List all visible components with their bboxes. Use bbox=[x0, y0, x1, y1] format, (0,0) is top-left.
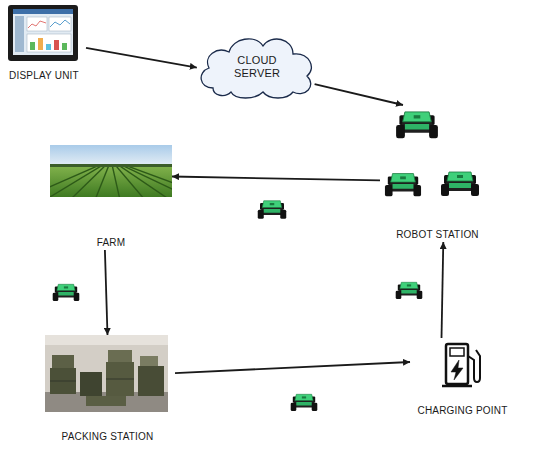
farm-node: FARM bbox=[50, 145, 172, 250]
screen-sidebar bbox=[15, 16, 24, 52]
farm-field bbox=[50, 167, 172, 197]
robot bbox=[53, 284, 80, 301]
flow-arrow bbox=[442, 242, 444, 338]
screen-panel bbox=[27, 17, 47, 31]
crate bbox=[80, 372, 102, 396]
crate bbox=[108, 350, 132, 362]
warehouse-wall bbox=[45, 335, 168, 412]
packing-picture bbox=[45, 335, 168, 412]
node-label: CLOUD SERVER bbox=[222, 54, 292, 80]
screen-panel bbox=[49, 17, 71, 31]
screen-bar bbox=[38, 38, 43, 50]
node-label: PACKING STATION bbox=[62, 431, 154, 443]
screen-header bbox=[13, 9, 73, 14]
robot bbox=[396, 112, 438, 138]
monitor-bezel bbox=[8, 5, 78, 61]
packing-node: PACKING STATION bbox=[40, 335, 175, 444]
crate bbox=[106, 362, 134, 396]
farm-picture bbox=[20, 145, 220, 200]
robot bbox=[291, 394, 318, 411]
screen-panel bbox=[27, 34, 71, 52]
monitor-screen bbox=[13, 9, 73, 55]
display-monitor bbox=[8, 5, 78, 61]
crop-row bbox=[95, 167, 111, 197]
pump-screen bbox=[450, 348, 464, 356]
crate-edge bbox=[106, 379, 134, 380]
flow-arrow bbox=[105, 250, 108, 335]
farm-sky bbox=[50, 145, 172, 167]
screen-bar bbox=[62, 43, 67, 50]
node-label: DISPLAY UNIT bbox=[9, 70, 79, 82]
crate bbox=[86, 396, 126, 406]
flow-arrow bbox=[175, 362, 410, 373]
pump-body bbox=[446, 344, 468, 384]
crop-row bbox=[50, 167, 111, 197]
display-node: DISPLAY UNIT bbox=[2, 5, 86, 83]
lightning-bolt bbox=[451, 360, 463, 380]
crop-row bbox=[111, 167, 172, 197]
warehouse-ceiling bbox=[45, 335, 168, 345]
charging-icon bbox=[442, 344, 480, 386]
flow-arrow bbox=[86, 48, 197, 68]
crate bbox=[50, 368, 76, 394]
crop-row bbox=[70, 167, 111, 197]
flow-arrow bbox=[315, 84, 403, 105]
robot bbox=[385, 174, 421, 197]
screen-bar bbox=[30, 42, 35, 50]
screen-bar bbox=[54, 40, 59, 50]
cloud-outline bbox=[201, 39, 311, 98]
screen-chart bbox=[50, 20, 70, 27]
crate-edge bbox=[50, 381, 76, 382]
node-label: FARM bbox=[97, 237, 126, 249]
pump-base bbox=[442, 385, 472, 388]
flow-arrow bbox=[172, 177, 380, 181]
crop-row bbox=[111, 167, 120, 197]
pump-hose bbox=[468, 350, 480, 382]
screen-bar bbox=[46, 44, 51, 50]
screen-chart bbox=[28, 21, 46, 28]
robot bbox=[258, 201, 287, 219]
charging-node: CHARGING POINT bbox=[410, 338, 515, 418]
crate bbox=[140, 356, 158, 366]
crop-row bbox=[50, 167, 111, 197]
crate bbox=[138, 366, 164, 396]
crate bbox=[52, 355, 74, 368]
node-label: ROBOT STATION bbox=[396, 229, 479, 241]
robot bbox=[441, 172, 479, 196]
station-node: ROBOT STATION bbox=[380, 105, 495, 242]
cloud-node: CLOUD SERVER bbox=[193, 28, 321, 100]
farm-rows bbox=[50, 167, 172, 197]
robot bbox=[396, 282, 423, 299]
node-label: CHARGING POINT bbox=[417, 405, 507, 417]
